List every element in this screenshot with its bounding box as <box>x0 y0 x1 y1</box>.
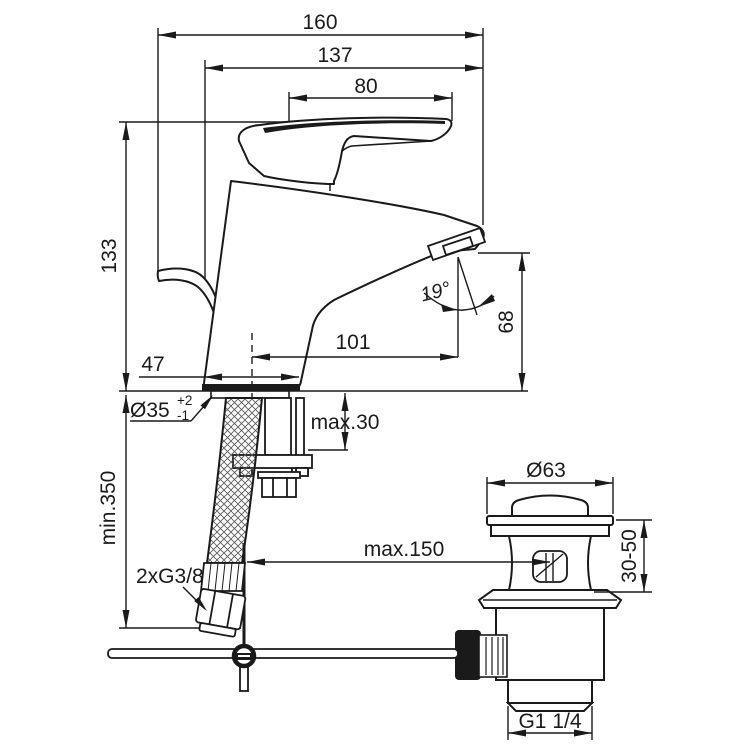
rod-lower-stub <box>239 665 249 692</box>
dim-mounting-hole-label: Ø35 <box>130 399 170 422</box>
mounting-nut <box>261 477 297 498</box>
spout-aerator <box>426 226 487 262</box>
dim-spout-angle-label: 19° <box>418 278 453 307</box>
drain-plug-dome <box>511 494 589 517</box>
dim-waste-clamp-range-label: 30-50 <box>618 529 641 583</box>
drain-assembly <box>455 494 623 712</box>
faucet-handle <box>237 116 453 185</box>
supply-hose <box>195 397 264 638</box>
phantom-lever <box>156 267 219 317</box>
dim-mounting-hole-tol-minus: -1 <box>177 408 189 423</box>
dim-body-height-label: 133 <box>98 238 121 273</box>
handle-top-edge-highlight <box>263 120 445 133</box>
dim-lever-length-label: 80 <box>354 75 377 98</box>
dim-mounting-hole-tol-plus: +2 <box>177 393 192 408</box>
dim-deck-thickness-label: max.30 <box>311 411 380 434</box>
dim-spout-reach-label: 101 <box>335 331 370 354</box>
dim-outlet-height-label: 68 <box>495 310 518 333</box>
reference-lines <box>119 28 530 629</box>
faucet-base <box>202 384 300 399</box>
dimension-annotations: 160 137 80 133 19° 68 101 47 Ø35 +2 -1 m… <box>97 11 652 740</box>
pop-up-rod-assembly <box>107 643 459 692</box>
hose-end-nut <box>195 588 247 638</box>
drain-flange <box>486 515 614 526</box>
dim-overall-depth-label: 160 <box>302 11 337 34</box>
dim-supply-thread-label: 2xG3/8 <box>136 565 204 588</box>
dimension-arrowheads <box>122 31 648 737</box>
dim-spout-tip-to-lever-label: 137 <box>317 44 352 67</box>
drain-thread-tail <box>507 679 593 704</box>
dim-rod-length-label: max.150 <box>364 538 445 561</box>
dim-base-depth-label: 47 <box>141 353 164 376</box>
horizontal-rod <box>107 648 459 659</box>
dim-waste-thread-label: G1 1/4 <box>518 710 581 733</box>
dim-waste-flange-label: Ø63 <box>526 459 566 482</box>
rod-clamp-nut <box>455 630 481 680</box>
dim-hose-clearance-label: min.350 <box>97 471 120 546</box>
